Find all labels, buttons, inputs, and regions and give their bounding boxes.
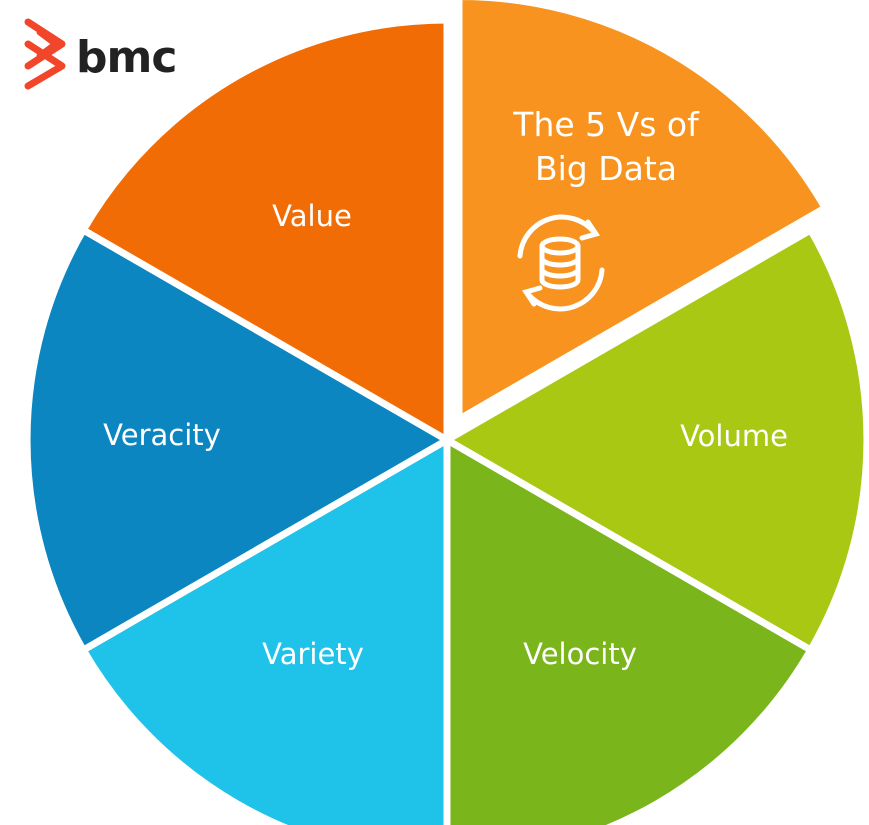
title-wedge [457, 0, 828, 422]
bmc-logo-mark-icon-lower [24, 40, 66, 90]
bmc-logo-text: bmc [76, 32, 176, 83]
title-line-1: The 5 Vs of [512, 105, 700, 144]
bmc-logo: bmc [24, 18, 177, 90]
title-slice: The 5 Vs of Big Data [457, 0, 828, 422]
segment-label-volume: Volume [680, 419, 788, 453]
segment-volume [440, 225, 869, 655]
database-sync-icon [517, 214, 605, 312]
segment-label-velocity: Velocity [523, 637, 637, 671]
segment-label-value: Value [272, 199, 352, 233]
title-line-2: Big Data [535, 149, 677, 188]
segment-label-veracity: Veracity [103, 418, 221, 452]
segment-velocity [443, 433, 816, 825]
segment-label-variety: Variety [262, 637, 364, 671]
segment-variety [78, 433, 451, 825]
segment-veracity [23, 225, 454, 655]
segment-value [78, 16, 451, 447]
